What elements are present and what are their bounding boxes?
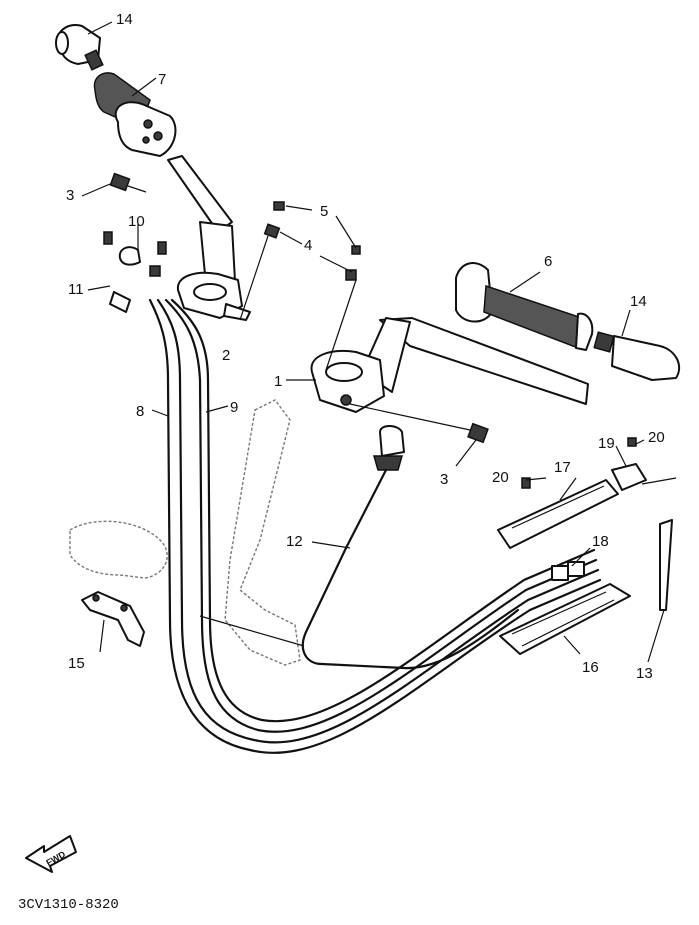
handlebar-left [167,155,251,321]
callout-9: 9 [230,399,238,416]
callout-1: 1 [274,373,282,390]
bar-end-weight-right [593,331,681,381]
callout-18: 18 [592,533,609,550]
cable-tie [659,519,673,611]
cable-guide-upper [497,477,619,549]
callout-17: 17 [554,459,571,476]
callout-3-lower: 3 [440,471,448,488]
clamp-bracket [611,437,677,491]
bar-end-weight-left [55,24,104,71]
choke-cable [301,425,520,670]
grip-right [455,262,594,351]
callout-12: 12 [286,533,303,550]
screw-lower-right [467,422,489,444]
callout-16: 16 [582,659,599,676]
callout-2: 2 [222,347,230,364]
callout-4: 4 [304,237,312,254]
part-number-caption: 3CV1310-8320 [18,897,119,913]
callout-20-right: 20 [648,429,665,446]
forward-arrow-icon: FWD [25,835,77,873]
ghost-frame-outline [69,399,301,666]
callout-5: 5 [320,203,328,220]
cable-guide-lower [499,583,631,655]
callout-3-upper: 3 [66,187,74,204]
callout-10: 10 [128,213,145,230]
screws-group-center [263,201,361,281]
callout-11: 11 [68,281,84,298]
callout-13: 13 [636,665,653,682]
handlebar-right [310,317,589,413]
clip-pair [551,561,585,581]
callout-19: 19 [598,435,615,452]
cable-adjuster-set [103,231,167,313]
cables-throttle [148,298,602,754]
callout-15: 15 [68,655,85,672]
callout-20-left: 20 [492,469,509,486]
callout-8: 8 [136,403,144,420]
callout-14-right: 14 [630,293,647,310]
screw-upper-left [109,172,147,193]
callouts: 14 7 3 10 11 5 4 2 6 14 1 8 9 3 19 20 20… [66,11,665,682]
callout-14-left: 14 [116,11,133,28]
callout-7: 7 [158,71,166,88]
leader-lines [81,21,665,663]
cable-bracket [81,591,145,647]
callout-6: 6 [544,253,552,270]
throttle-grip [93,72,177,157]
